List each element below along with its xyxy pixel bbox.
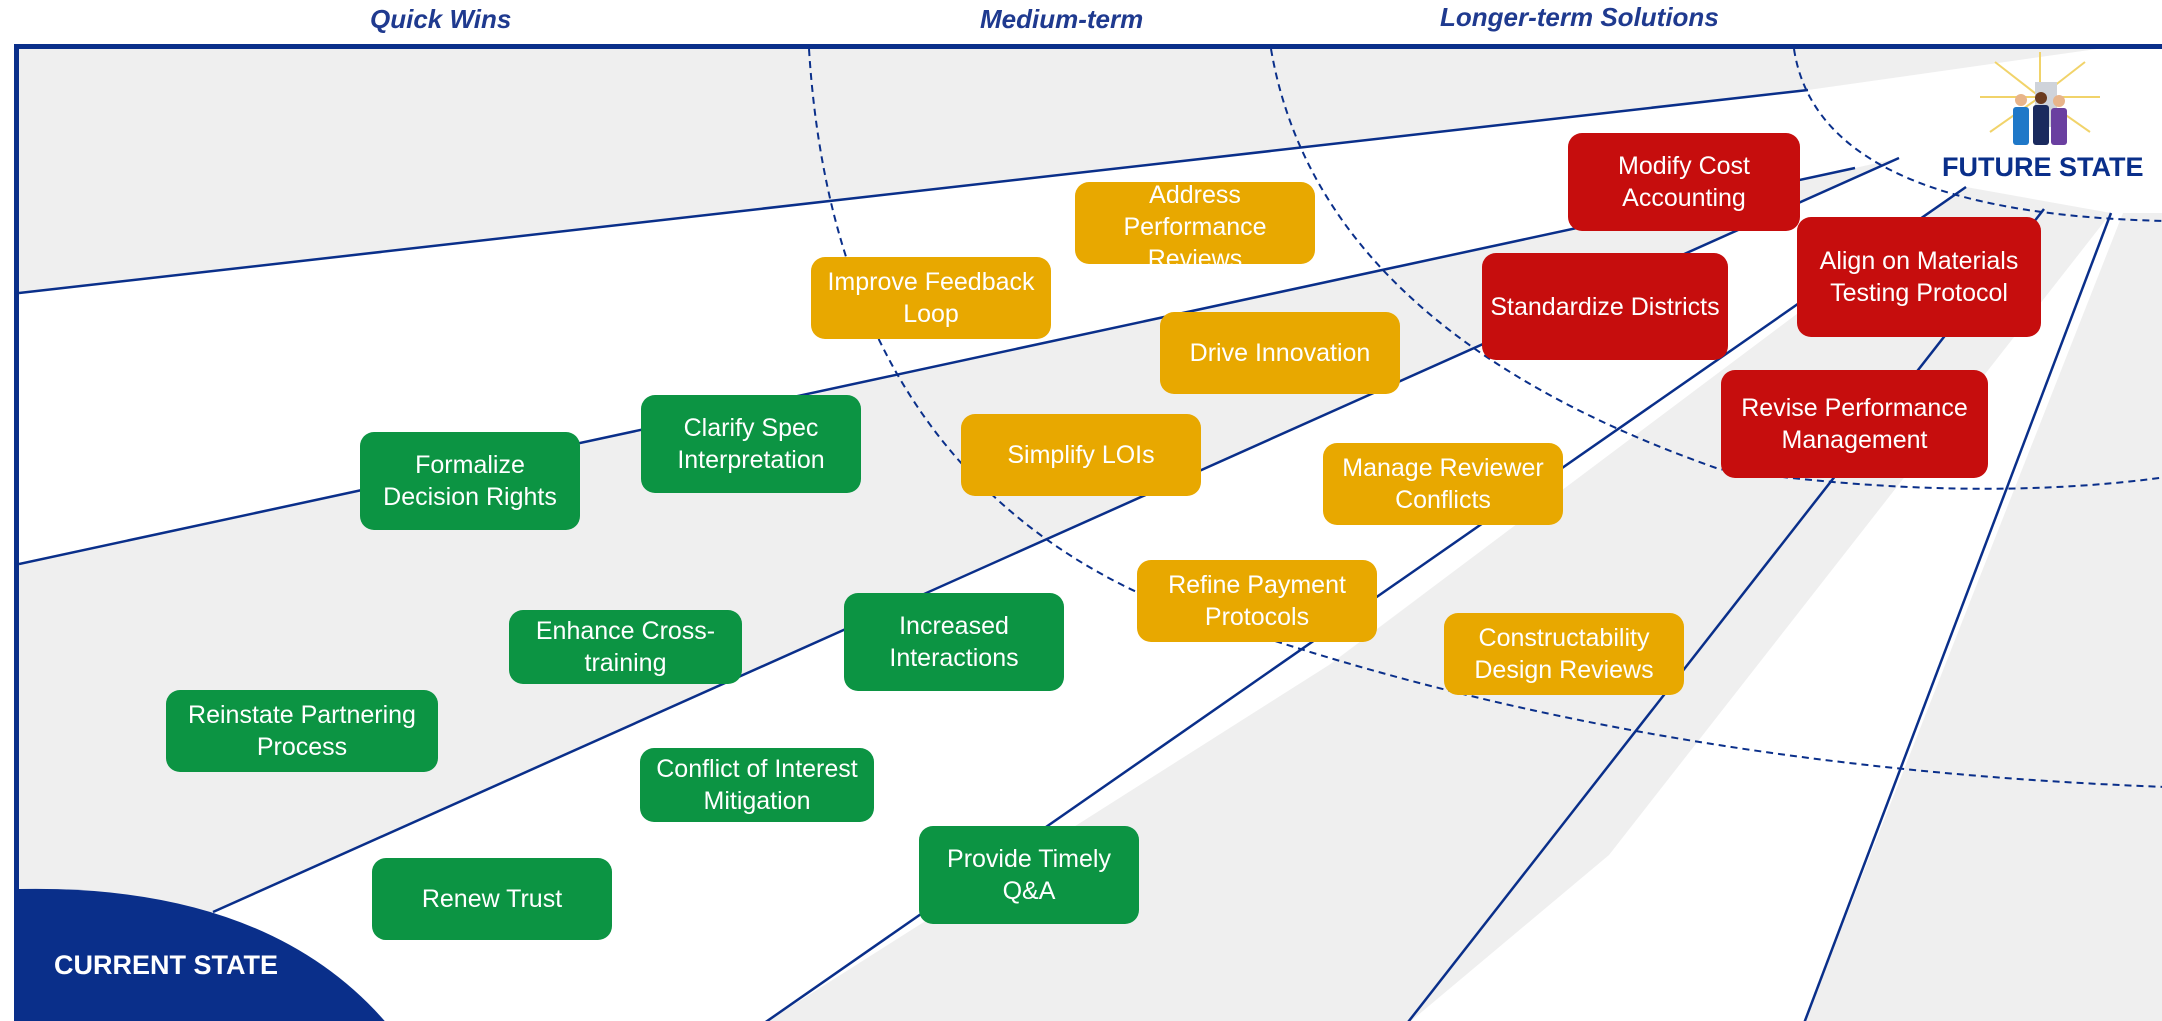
people-group-icon [1980,52,2100,145]
initiative-align-materials-testing-protocol: Align on Materials Testing Protocol [1797,217,2041,337]
initiative-improve-feedback-loop: Improve Feedback Loop [811,257,1051,339]
initiative-revise-performance-management: Revise Performance Management [1721,370,1988,478]
initiative-standardize-districts: Standardize Districts [1482,253,1728,360]
initiative-drive-innovation: Drive Innovation [1160,312,1400,394]
lane-band-3 [19,158,1899,1021]
phase-label-longer-term: Longer-term Solutions [1440,2,1719,32]
initiative-provide-timely-qa: Provide Timely Q&A [919,826,1139,924]
lane-band-7 [1804,213,2162,1021]
initiative-enhance-cross-training: Enhance Cross-training [509,610,742,684]
initiative-formalize-decision-rights: Formalize Decision Rights [360,432,580,530]
initiative-constructability-design-reviews: Constructability Design Reviews [1444,613,1684,695]
lane-band-1 [19,49,2097,293]
lane-line-2 [19,166,1856,566]
initiative-modify-cost-accounting: Modify Cost Accounting [1568,133,1800,231]
lane-line-5 [1407,208,2045,1021]
lane-line-1 [19,88,1809,295]
initiative-refine-payment-protocols: Refine Payment Protocols [1137,560,1377,642]
phase-label-quick-wins: Quick Wins [370,4,512,34]
initiative-clarify-spec-interpretation: Clarify Spec Interpretation [641,395,861,493]
roadmap-background [19,49,2162,1021]
lane-line-6 [1803,212,2113,1021]
phase-arc-longer [1270,49,2162,490]
initiative-reinstate-partnering-process: Reinstate Partnering Process [166,690,438,772]
initiative-manage-reviewer-conflicts: Manage Reviewer Conflicts [1323,443,1563,525]
initiative-increased-interactions: Increased Interactions [844,593,1064,691]
initiative-renew-trust: Renew Trust [372,858,612,940]
current-state-shape [19,888,385,1021]
phase-arc-future [1793,49,2162,222]
initiative-simplify-lois: Simplify LOIs [961,414,1201,496]
future-state-label: FUTURE STATE [1942,152,2144,182]
initiative-address-performance-reviews: Address Performance Reviews [1075,182,1315,264]
initiative-conflict-of-interest-mitigation: Conflict of Interest Mitigation [640,748,874,822]
phase-label-medium-term: Medium-term [980,4,1144,34]
roadmap-frame [14,44,2162,1021]
current-state-label: CURRENT STATE [54,950,278,980]
